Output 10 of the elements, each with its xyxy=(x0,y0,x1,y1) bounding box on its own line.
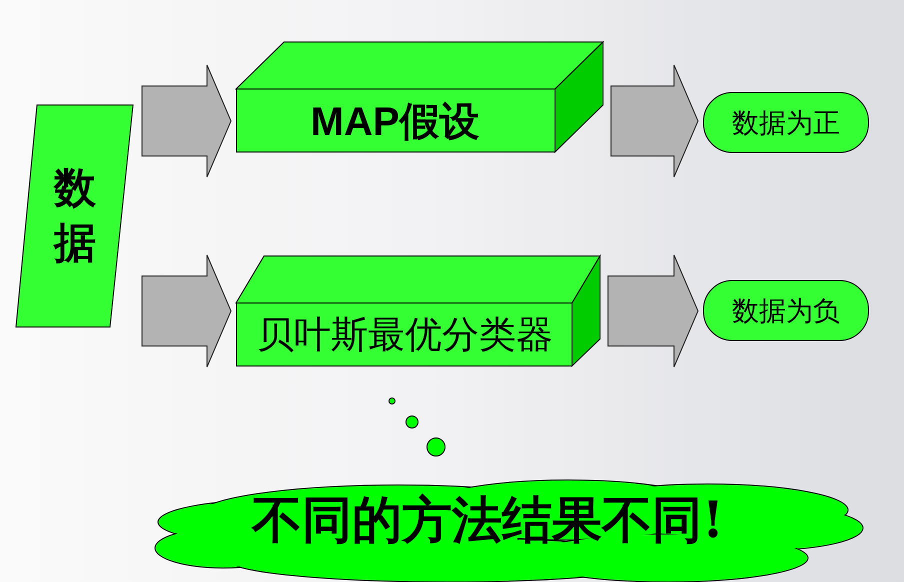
node-label: MAP假设 xyxy=(310,98,480,146)
node-label: 数据为正 xyxy=(732,106,840,140)
block-arrow xyxy=(142,254,232,368)
node-label: 不同的方法结果不同! xyxy=(252,488,724,550)
node-label: 数据 xyxy=(54,162,96,269)
block-arrow xyxy=(608,254,699,368)
block-arrow xyxy=(610,64,699,178)
node-label: 贝叶斯最优分类器 xyxy=(257,312,553,358)
node-label: 数据为负 xyxy=(732,294,840,328)
block-arrow xyxy=(142,64,232,178)
